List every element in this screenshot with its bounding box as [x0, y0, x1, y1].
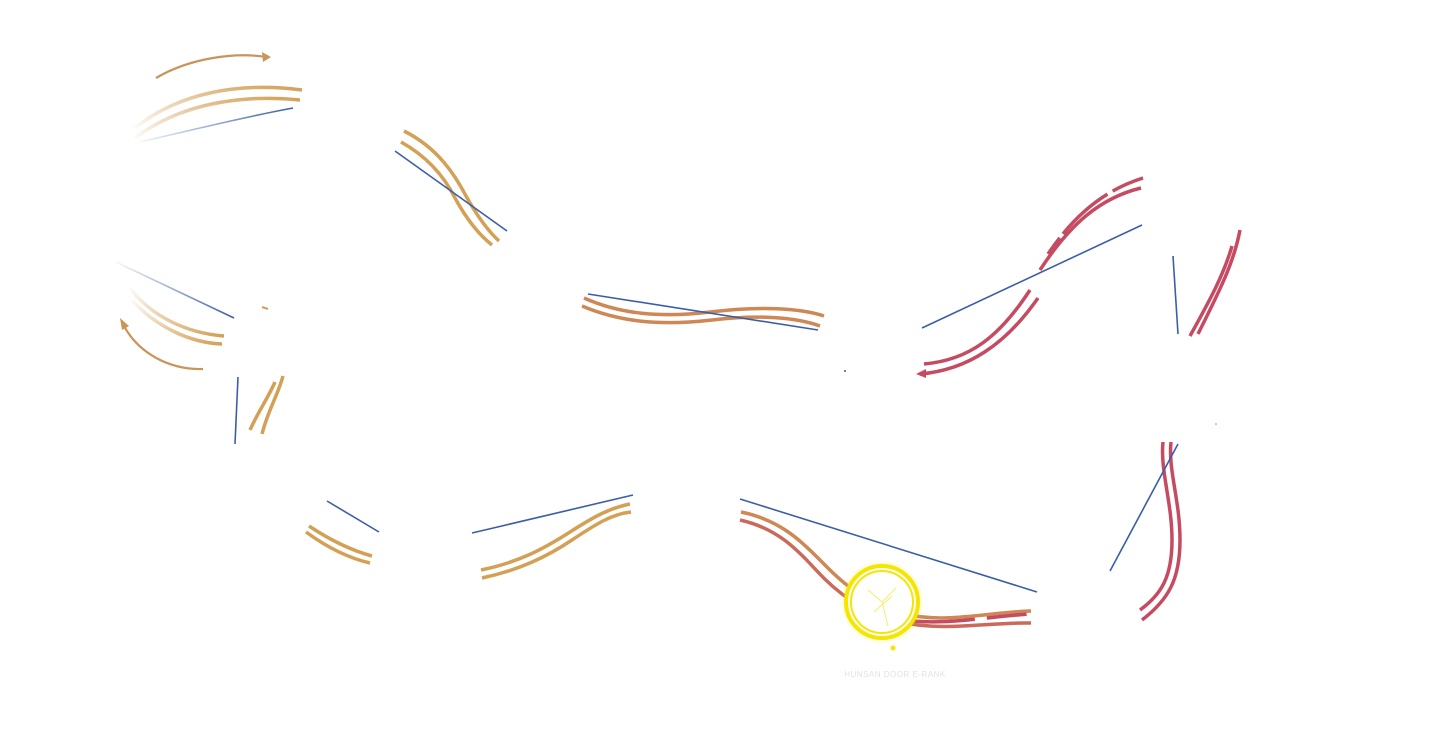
lane-segment-short-vertical	[234, 375, 285, 445]
lane-segment-bottom-left	[304, 500, 380, 565]
lane-segment-left-middle	[115, 261, 269, 346]
lane-segment-bottom-middle	[471, 494, 634, 580]
compass-marker-icon[interactable]	[840, 560, 924, 651]
lane-segment-right-vertical	[1109, 441, 1182, 622]
lane-segment-upper-right-red	[916, 176, 1144, 378]
lane-segment-far-right-top	[1172, 229, 1242, 337]
direction-arrow-icon-left	[120, 318, 204, 371]
lane-segment-top-left	[133, 85, 303, 143]
map-speck-markers	[844, 370, 1217, 425]
lane-segment-middle-orange	[581, 293, 825, 331]
lane-segment-diagonal-gold	[394, 129, 508, 247]
direction-arrow-icon-top	[155, 52, 271, 79]
marker-label: HUNSAN DOOR E-RANK	[844, 670, 946, 679]
